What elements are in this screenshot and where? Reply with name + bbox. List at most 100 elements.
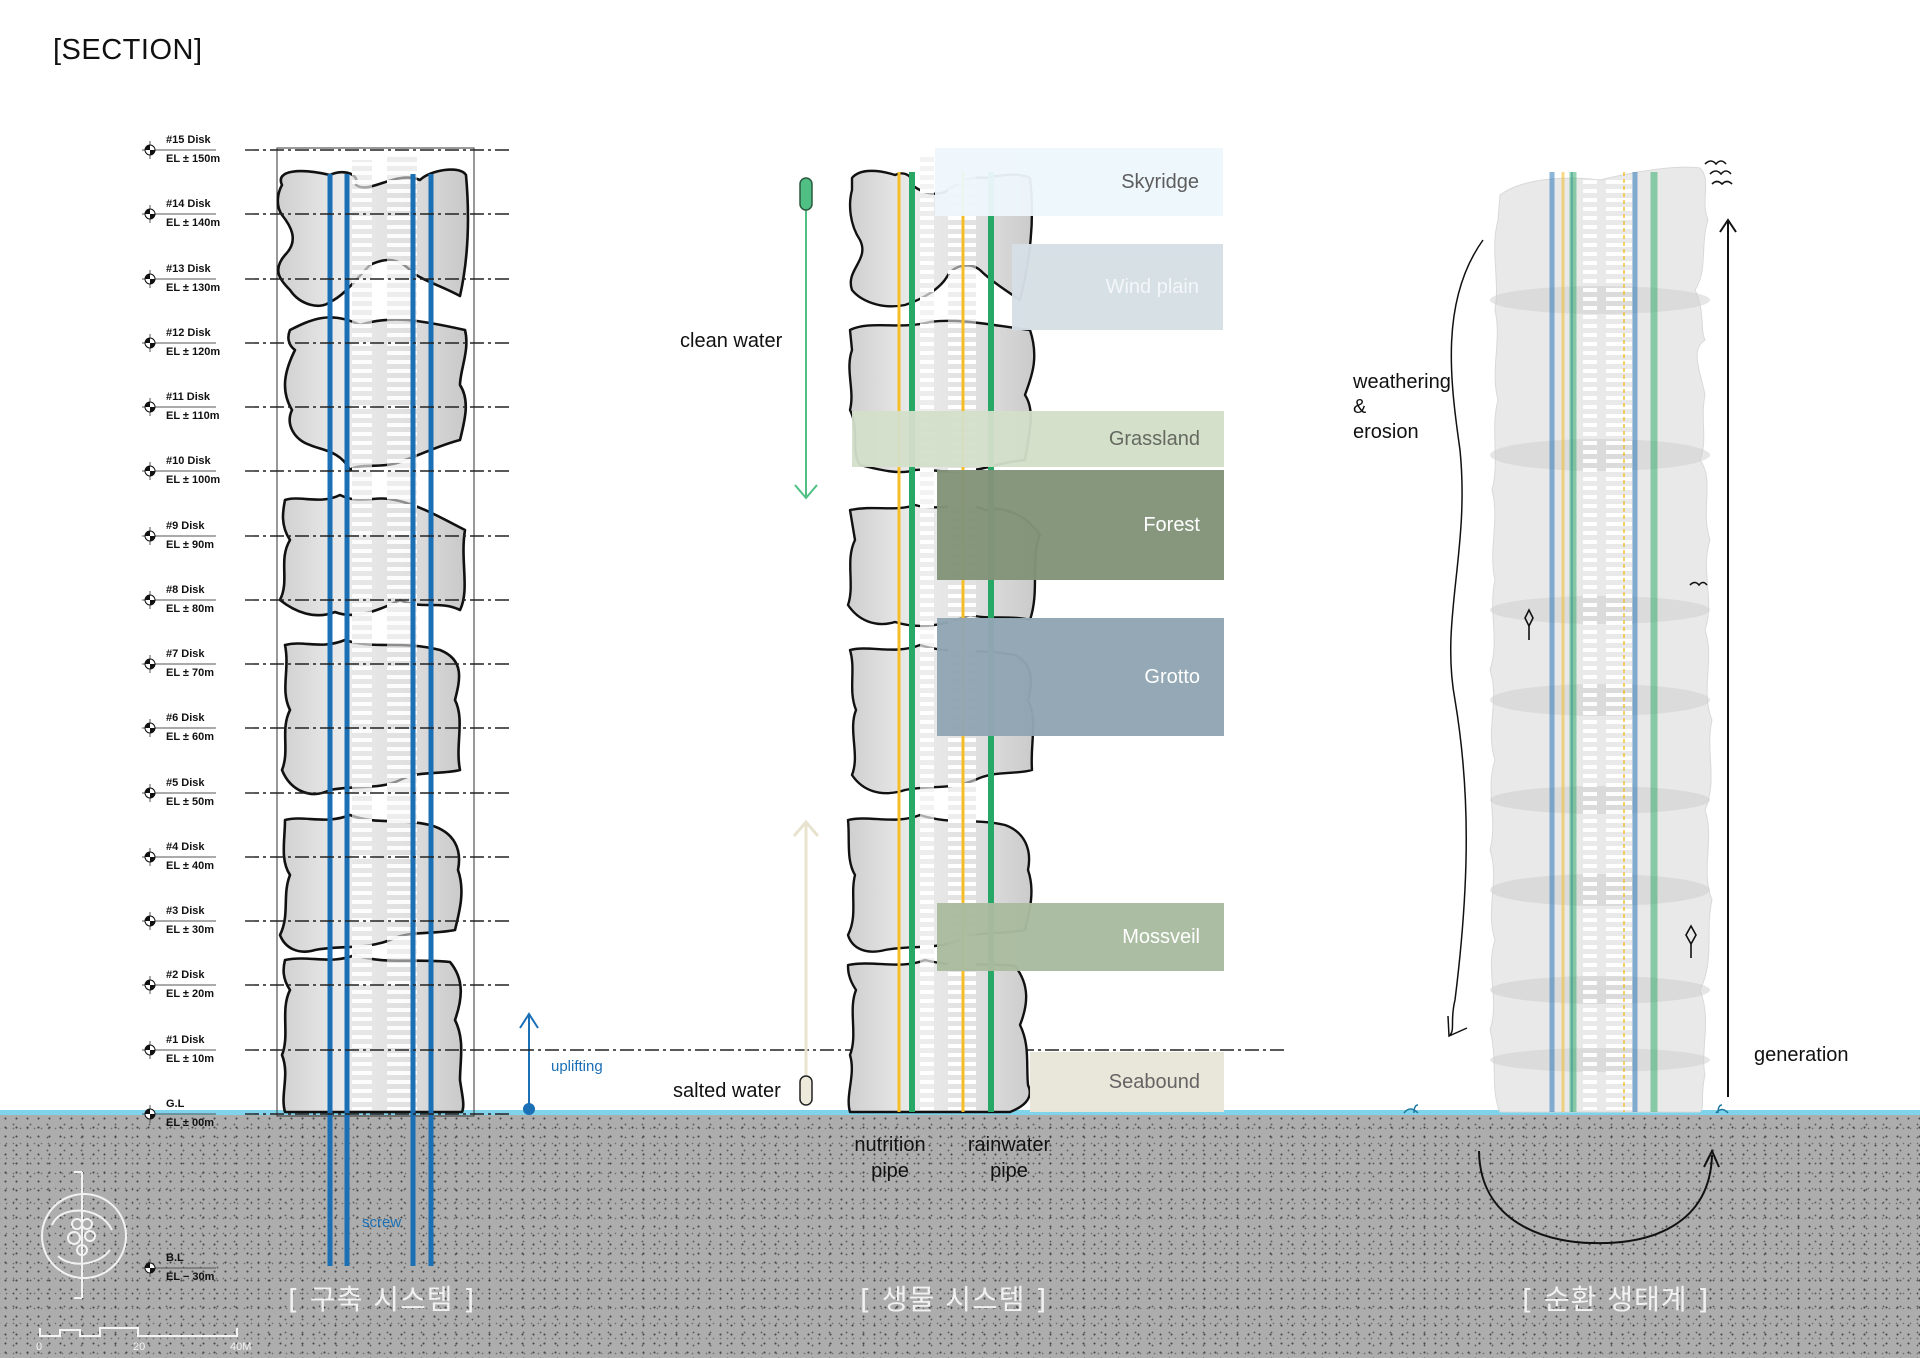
level-marker-icon bbox=[142, 655, 216, 673]
habitat-wind-plain: Wind plain bbox=[1012, 244, 1223, 330]
rainwater-pipe-label-line1: rainwater bbox=[967, 1134, 1051, 1156]
habitat-label: Seabound bbox=[1108, 1070, 1200, 1093]
habitat-skyridge: Skyridge bbox=[935, 148, 1223, 216]
level-marker-icon bbox=[142, 1041, 216, 1059]
ground-soil bbox=[0, 1114, 1920, 1358]
level-name: #8 Disk bbox=[166, 584, 205, 596]
habitat-label: Grotto bbox=[1144, 665, 1200, 688]
level-markers bbox=[142, 141, 216, 1277]
weathering-label-line2: & bbox=[1353, 396, 1367, 418]
level-marker-icon bbox=[142, 591, 216, 609]
level-name: #7 Disk bbox=[166, 648, 205, 660]
habitat-label: Grassland bbox=[1108, 427, 1200, 450]
level-elevation: EL ± 30m bbox=[166, 924, 215, 936]
level-lines bbox=[245, 149, 1285, 1115]
level-elevation: EL ± 10m bbox=[166, 1053, 215, 1065]
level-marker-icon bbox=[142, 270, 216, 288]
habitat-mossveil: Mossveil bbox=[937, 903, 1224, 971]
level-name: #11 Disk bbox=[166, 391, 211, 403]
weathering-label: weathering & erosion bbox=[1353, 370, 1451, 445]
level-name: #10 Disk bbox=[166, 455, 211, 467]
base-level-name: B.L bbox=[166, 1252, 184, 1264]
level-marker-icon bbox=[142, 1259, 216, 1277]
weathering-label-line1: weathering bbox=[1353, 371, 1451, 393]
habitat-grotto: Grotto bbox=[937, 618, 1224, 736]
clean-water-label: clean water bbox=[680, 330, 783, 352]
habitat-forest: Forest bbox=[937, 470, 1224, 580]
nutrition-pipe-label-line1: nutrition bbox=[854, 1134, 926, 1156]
generation-arrow bbox=[1719, 218, 1737, 1097]
cycle-arrow bbox=[1478, 1150, 1713, 1245]
level-elevation: EL ± 110m bbox=[166, 410, 220, 422]
salted-water-arrow bbox=[792, 819, 820, 1106]
level-marker-icon bbox=[142, 912, 216, 930]
level-marker-icon bbox=[142, 462, 216, 480]
salted-water-capsule-icon bbox=[799, 1075, 813, 1106]
level-name: #2 Disk bbox=[166, 969, 205, 981]
level-name: #5 Disk bbox=[166, 777, 205, 789]
level-name: #1 Disk bbox=[166, 1034, 205, 1046]
level-elevation: EL ± 120m bbox=[166, 346, 221, 358]
structure-tower bbox=[276, 147, 539, 1266]
level-marker-icon bbox=[142, 527, 216, 545]
screw-label: screw bbox=[362, 1214, 402, 1231]
level-marker-icon bbox=[142, 719, 216, 737]
level-elevation: EL ± 70m bbox=[166, 667, 215, 679]
weathering-label-line3: erosion bbox=[1353, 421, 1419, 443]
level-name: #14 Disk bbox=[166, 198, 211, 210]
habitat-grassland: Grassland bbox=[852, 411, 1224, 467]
habitat-label: Skyridge bbox=[1121, 170, 1199, 193]
scale-tick-20: 20 bbox=[133, 1341, 146, 1353]
tower-outline bbox=[276, 168, 470, 1114]
clean-water-arrow bbox=[794, 177, 818, 500]
level-marker-icon bbox=[142, 334, 216, 352]
scale-tick-40m: 40M bbox=[230, 1341, 252, 1353]
scale-tick-0: 0 bbox=[36, 1341, 43, 1353]
weathering-arrow bbox=[1449, 239, 1484, 1036]
level-name: G.L bbox=[166, 1098, 185, 1110]
habitat-label: Mossveil bbox=[1122, 925, 1200, 948]
level-elevation: EL ± 00m bbox=[166, 1117, 215, 1129]
level-marker-icon bbox=[142, 205, 216, 223]
level-marker-icon bbox=[142, 398, 216, 416]
level-elevation: EL ± 20m bbox=[166, 988, 215, 1000]
eco-tower bbox=[1403, 160, 1737, 1245]
nutrition-pipe-label-line2: pipe bbox=[871, 1160, 909, 1182]
level-marker-icon bbox=[142, 976, 216, 994]
level-elevation: EL ± 90m bbox=[166, 539, 215, 551]
uplifting-label: uplifting bbox=[551, 1058, 603, 1075]
level-name: #6 Disk bbox=[166, 712, 205, 724]
level-elevation: EL ± 60m bbox=[166, 731, 215, 743]
level-name: #3 Disk bbox=[166, 905, 205, 917]
level-elevation: EL ± 130m bbox=[166, 282, 221, 294]
base-level-elevation: EL − 30m bbox=[166, 1271, 215, 1283]
level-name: #12 Disk bbox=[166, 327, 211, 339]
level-elevation: EL ± 40m bbox=[166, 860, 215, 872]
level-marker-icon bbox=[142, 848, 216, 866]
generation-label: generation bbox=[1754, 1044, 1849, 1066]
level-marker-icon bbox=[142, 1105, 216, 1123]
ecosystem-caption: [ 순환 생태계 ] bbox=[1522, 1283, 1710, 1316]
tower-frame bbox=[276, 147, 475, 1117]
level-elevation: EL ± 80m bbox=[166, 603, 215, 615]
page-title: [SECTION] bbox=[53, 34, 203, 66]
rainwater-pipe-label: rainwater pipe bbox=[958, 1132, 1060, 1184]
level-name: #9 Disk bbox=[166, 520, 205, 532]
swan-icons bbox=[1403, 1104, 1729, 1114]
salted-water-label: salted water bbox=[673, 1080, 781, 1102]
habitat-label: Wind plain bbox=[1105, 275, 1199, 298]
level-marker-icon bbox=[142, 784, 216, 802]
clean-water-capsule-icon bbox=[799, 177, 813, 211]
habitat-label: Forest bbox=[1143, 513, 1200, 536]
bird-icons bbox=[1689, 160, 1733, 587]
level-name: #15 Disk bbox=[166, 134, 211, 146]
habitat-seabound: Seabound bbox=[1030, 1052, 1224, 1112]
rainwater-pipe-label-line2: pipe bbox=[990, 1160, 1028, 1182]
level-name: #13 Disk bbox=[166, 263, 211, 275]
nutrition-pipe-label: nutrition pipe bbox=[848, 1132, 932, 1184]
screw-pipes bbox=[327, 174, 434, 1266]
level-elevation: EL ± 50m bbox=[166, 796, 215, 808]
bio-system-caption: [ 생물 시스템 ] bbox=[860, 1283, 1048, 1316]
tree-icons bbox=[1524, 608, 1697, 958]
